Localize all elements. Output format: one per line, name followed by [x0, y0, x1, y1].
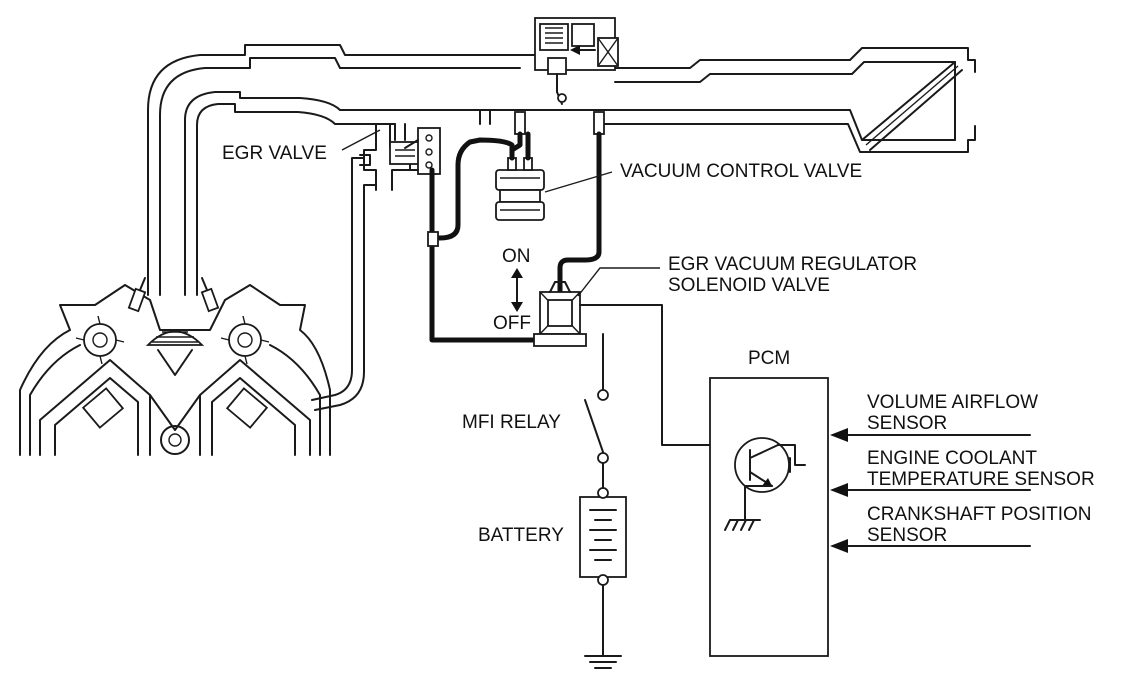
- idle-air-control-valve: [534, 17, 619, 105]
- solenoid-label-line2: SOLENOID VALVE: [668, 275, 830, 296]
- solenoid-label-line1: EGR VACUUM REGULATOR: [668, 254, 917, 275]
- crankshaft-label-line1: CRANKSHAFT POSITION: [867, 504, 1092, 525]
- electrical-wiring: [579, 304, 736, 669]
- egr-valve: [359, 123, 441, 191]
- engine-block: [19, 277, 331, 456]
- right-cam-sprocket: [220, 315, 270, 365]
- sensor-inputs: [830, 428, 1031, 553]
- intake-duct: [147, 44, 976, 296]
- crankshaft-label-line2: SENSOR: [867, 525, 947, 546]
- left-spark-plug: [127, 277, 147, 313]
- engine-coolant-label-line2: TEMPERATURE SENSOR: [867, 469, 1095, 490]
- egr-valve-label: EGR VALVE: [222, 143, 327, 164]
- off-label: OFF: [493, 313, 531, 334]
- vacuum-control-valve-label: VACUUM CONTROL VALVE: [620, 161, 862, 182]
- pcm-label: PCM: [748, 348, 790, 369]
- on-label: ON: [502, 246, 531, 267]
- throttle-plate: [861, 61, 963, 151]
- volume-airflow-label-line2: SENSOR: [867, 413, 947, 434]
- egr-pipe: [311, 157, 365, 401]
- mfi-relay-label: MFI RELAY: [462, 412, 561, 433]
- leader-lines: [341, 129, 660, 297]
- vacuum-control-valve: [495, 157, 545, 221]
- right-spark-plug: [200, 277, 220, 313]
- on-off-arrow: [511, 268, 523, 312]
- vacuum-hoses: [427, 131, 602, 343]
- battery-label: BATTERY: [478, 525, 564, 546]
- pcm-box: [709, 377, 829, 657]
- engine-coolant-label-line1: ENGINE COOLANT: [867, 448, 1037, 469]
- egr-vacuum-regulator-solenoid-valve: [533, 281, 587, 347]
- left-cam-sprocket: [75, 315, 125, 365]
- volume-airflow-label-line1: VOLUME AIRFLOW: [867, 392, 1038, 413]
